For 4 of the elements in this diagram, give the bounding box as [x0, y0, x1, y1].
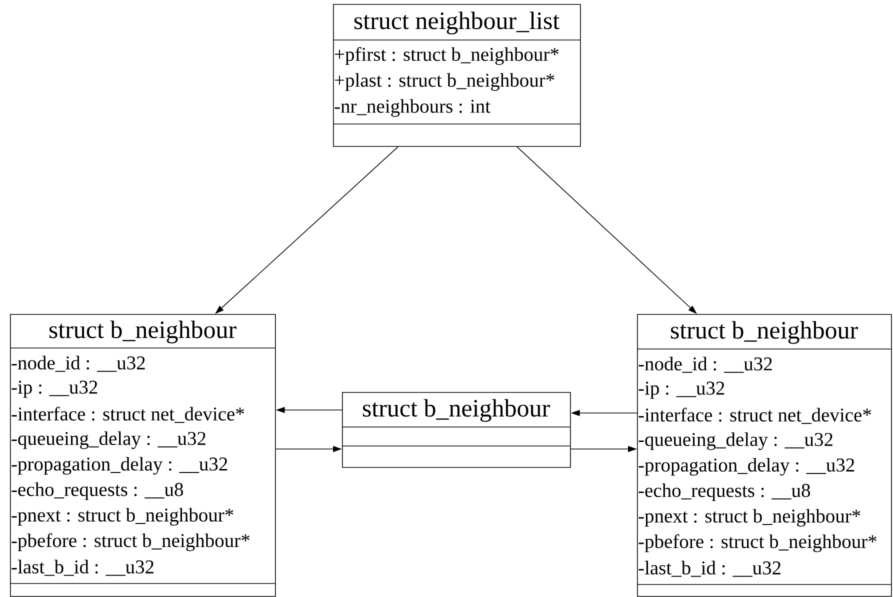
- class-box: struct b_neighbour -node_id : __u32 -ip : __u32 -interface : struct net_device* -queueing_delay : __u32 -propagation_delay : __u32 -echo_requests : __u8 -pnext : struct b_neighbour* -pbefore : struct b_neighbour* -last_b_id : __u32: [10, 314, 276, 597]
- class-box: struct neighbour_list +pfirst : struct b_neighbour* +plast : struct b_neighbour* -nr_neighbours : int: [332, 4, 581, 147]
- class-box: struct b_neighbour -node_id : __u32 -ip : __u32 -interface : struct net_device* -queueing_delay : __u32 -propagation_delay : __u32 -echo_requests : __u8 -pnext : struct b_neighbour* -pbefore : struct b_neighbour* -last_b_id : __u32: [636, 314, 892, 597]
- class-box: struct b_neighbour: [342, 392, 571, 468]
